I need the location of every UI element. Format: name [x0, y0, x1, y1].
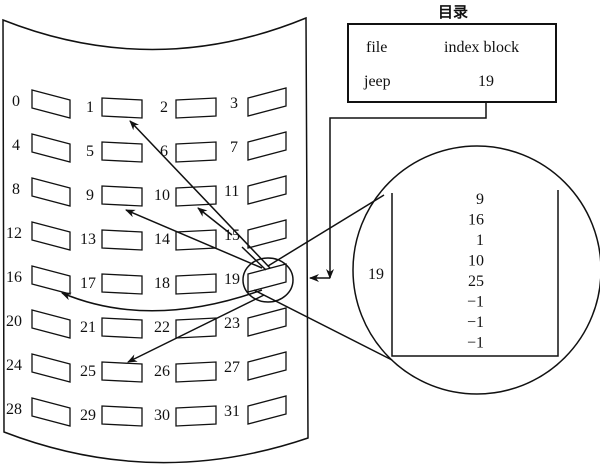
pointer-to-block-25 — [127, 294, 265, 363]
disk-block — [101, 185, 143, 207]
disk-block — [175, 97, 217, 119]
disk-block-label: 5 — [86, 143, 94, 160]
pointer-to-block-1 — [129, 120, 271, 269]
disk-block-label: 31 — [224, 403, 240, 420]
zoom-line-bottom — [253, 289, 393, 361]
index-block-entry: −1 — [467, 335, 484, 352]
disk-block — [101, 141, 143, 163]
disk-block-label: 26 — [154, 363, 170, 380]
disk-block-label: 17 — [80, 275, 96, 292]
index-block-entry: −1 — [467, 314, 484, 331]
disk-block-label: 10 — [154, 187, 170, 204]
disk-block — [101, 405, 143, 427]
disk-block-label: 12 — [6, 225, 22, 242]
index-block-highlight — [242, 257, 294, 303]
disk-block-label: 16 — [6, 269, 22, 286]
disk-block-label: 19 — [224, 271, 240, 288]
disk-block-label: 22 — [154, 319, 170, 336]
disk-block — [31, 89, 71, 119]
disk-block — [31, 265, 71, 295]
index-block-container — [391, 190, 559, 357]
disk-block — [101, 361, 143, 383]
pointer-to-block-10 — [197, 207, 233, 236]
disk-block — [101, 317, 143, 339]
disk-block — [175, 185, 217, 207]
disk-block-label: 4 — [12, 137, 20, 154]
index-block-entry: 16 — [468, 212, 484, 229]
disk-block-label: 25 — [80, 363, 96, 380]
disk-outline — [2, 16, 309, 464]
disk-block-label: 0 — [12, 93, 20, 110]
disk-block-label: 15 — [224, 227, 240, 244]
pointer-from-15 — [241, 246, 267, 271]
disk-block-label: 24 — [6, 357, 22, 374]
pointer-to-block-16 — [61, 289, 263, 312]
directory-row-file: jeep — [363, 73, 391, 90]
disk-block-label: 28 — [6, 401, 22, 418]
index-block-entry: 10 — [468, 253, 484, 270]
magnified-index-block-circle — [352, 145, 600, 395]
disk-block — [31, 309, 71, 339]
disk-block-label: 1 — [86, 99, 94, 116]
disk-block — [247, 131, 287, 161]
directory: 目录 file index block jeep 19 — [347, 3, 557, 103]
disk-block — [31, 353, 71, 383]
disk-block — [31, 177, 71, 207]
disk-block-label: 30 — [154, 407, 170, 424]
disk-block-label: 7 — [230, 139, 238, 156]
pointer-arrows — [61, 120, 271, 363]
disk-block — [101, 273, 143, 295]
disk-block — [247, 175, 287, 205]
zoom-line-top — [267, 194, 385, 267]
disk-block — [247, 219, 287, 249]
disk-block-label: 20 — [6, 313, 22, 330]
disk-block — [175, 405, 217, 427]
disk-block-label: 29 — [80, 407, 96, 424]
directory-row-index-block: 19 — [478, 73, 494, 90]
directory-to-index-connector — [326, 102, 487, 279]
disk-block-label: 2 — [160, 99, 168, 116]
pointer-to-block-9 — [125, 209, 263, 269]
disk-block — [175, 141, 217, 163]
directory-header-file: file — [366, 39, 387, 56]
disk-block-label: 21 — [80, 319, 96, 336]
index-block-entry: 25 — [468, 273, 484, 290]
index-block-label: 19 — [368, 266, 384, 283]
disk-block-label: 13 — [80, 231, 96, 248]
directory-header-index-block: index block — [444, 39, 519, 56]
index-block-entry: −1 — [467, 294, 484, 311]
disk-block — [247, 395, 287, 425]
disk-block — [31, 397, 71, 427]
disk-block — [247, 351, 287, 381]
disk-block — [101, 97, 143, 119]
disk-block-label: 14 — [154, 231, 170, 248]
index-block-entry: 9 — [476, 191, 484, 208]
disk-block — [31, 221, 71, 251]
disk-block — [247, 307, 287, 337]
disk-block-label: 23 — [224, 315, 240, 332]
disk-block-label: 11 — [224, 183, 239, 200]
disk-block — [31, 133, 71, 163]
disk-block-label: 3 — [230, 95, 238, 112]
disk-block-label: 9 — [86, 187, 94, 204]
disk-block-label: 8 — [12, 181, 20, 198]
directory-box — [347, 23, 557, 103]
disk-block — [247, 87, 287, 117]
disk-block — [175, 273, 217, 295]
directory-title: 目录 — [438, 3, 468, 21]
disk-block-label: 18 — [154, 275, 170, 292]
index-block-entry: 1 — [476, 232, 484, 249]
disk-block-label: 27 — [224, 359, 240, 376]
disk-block-label: 6 — [160, 143, 168, 160]
disk-block — [247, 263, 287, 293]
disk-block — [175, 361, 217, 383]
index-block-entries: 9 16 1 10 25 −1 −1 −1 — [467, 191, 484, 352]
disk-block — [101, 229, 143, 251]
